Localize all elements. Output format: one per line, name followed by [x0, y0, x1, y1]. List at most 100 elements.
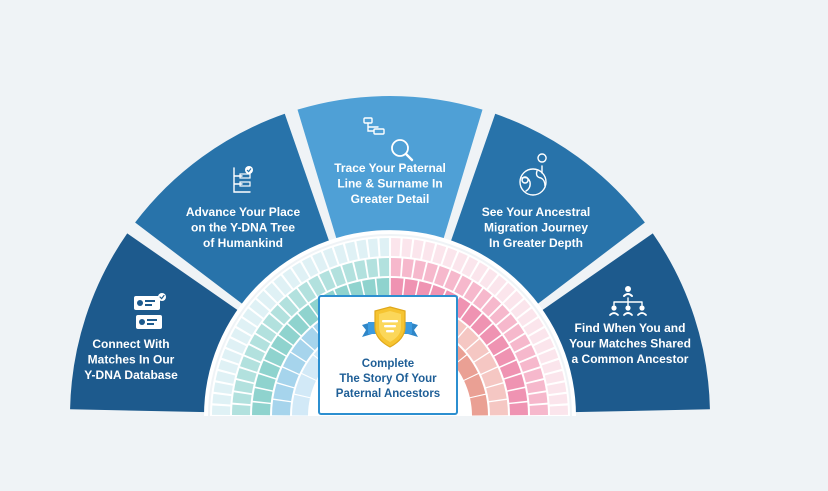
fan-cell: [499, 360, 521, 379]
fan-cell: [489, 304, 510, 325]
fan-cell: [523, 368, 544, 383]
fan-cell: [249, 334, 271, 352]
fan-cell: [504, 374, 525, 391]
fan-cell: [454, 275, 472, 297]
fan-cell: [292, 262, 310, 283]
user-cards-icon: [134, 293, 166, 329]
fan-cell: [470, 394, 488, 416]
fan-cell: [548, 393, 568, 405]
fan-cell: [503, 290, 524, 310]
segment-advance-label-line: on the Y-DNA Tree: [191, 221, 295, 235]
fan-cell: [308, 275, 326, 297]
fan-cell: [470, 314, 492, 336]
center-line-3: Paternal Ancestors: [335, 388, 441, 400]
segment-trace: [297, 95, 483, 240]
segment-migration-label-line: Migration Journey: [484, 221, 588, 235]
fan-cell: [442, 247, 458, 268]
fan-cell: [464, 374, 486, 398]
fan-cell: [461, 256, 479, 277]
fan-cell: [423, 262, 438, 283]
fan-cell: [242, 308, 263, 327]
segment-common: [541, 233, 710, 413]
fan-cell: [301, 256, 319, 277]
fan-cell: [288, 314, 310, 336]
globe-pins-icon: [519, 153, 547, 196]
segment-migration-label-line: See Your Ancestral: [482, 205, 591, 219]
fan-cell: [221, 348, 242, 364]
fan-cell: [529, 327, 550, 345]
fan-cell: [510, 299, 531, 318]
center-card: Complete The Story Of Your Paternal Ance…: [318, 295, 458, 415]
segment-migration-label-line: In Greater Depth: [489, 236, 583, 250]
fan-cell: [378, 258, 390, 277]
fan-cell: [252, 402, 271, 416]
fan-cell: [488, 275, 507, 296]
fan-cell: [434, 266, 450, 287]
fan-cell: [390, 258, 402, 277]
fan-cell: [240, 356, 261, 372]
fan-cell: [519, 356, 540, 372]
fan-cell: [474, 352, 498, 374]
fan-cell: [330, 266, 346, 287]
fan-cell: [401, 258, 414, 278]
fan-cell: [297, 281, 317, 303]
fan-cell: [291, 339, 315, 362]
fan-cell: [422, 241, 436, 262]
segment-common-label-line: Find When You and: [575, 321, 686, 335]
fan-cell: [218, 359, 239, 374]
fan-cell: [444, 270, 461, 291]
fan-cell: [255, 374, 276, 391]
fan-cell: [244, 345, 265, 362]
center-line-2: The Story Of Your: [339, 373, 437, 385]
segment-trace-label-line: Greater Detail: [351, 192, 430, 206]
fan-cell: [496, 282, 516, 303]
family-tree-icon: [609, 286, 647, 316]
shield-badge-icon: [362, 306, 418, 348]
fan-cell: [366, 258, 379, 278]
segment-advance-label-line: of Humankind: [203, 236, 283, 250]
magnify-tree-icon: [363, 117, 414, 162]
segment-common-label-line: Your Matches Shared: [569, 337, 691, 351]
fan-cell: [356, 239, 369, 259]
fan-cell: [262, 314, 283, 334]
fan-cell: [463, 281, 483, 303]
segment-advance-label-line: Advance Your Place: [186, 205, 301, 219]
fan-cell: [549, 405, 568, 416]
fan-cell: [465, 339, 489, 362]
fan-cell: [547, 382, 567, 395]
fan-cell: [452, 251, 468, 273]
fan-cell: [523, 318, 544, 336]
fan-cell: [264, 347, 286, 367]
fan-cell: [234, 380, 254, 394]
fan-cell: [489, 399, 508, 416]
tree-list-icon: [233, 166, 253, 193]
segment-migration: [450, 113, 645, 305]
fan-cell: [455, 327, 479, 351]
fan-cell: [376, 278, 390, 297]
fan-cell: [528, 392, 548, 405]
fan-cell: [236, 368, 257, 383]
fan-cell: [487, 335, 510, 356]
fan-cell: [481, 296, 502, 317]
fan-cell: [411, 239, 424, 259]
fan-cell: [529, 404, 548, 416]
fan-cell: [509, 402, 528, 416]
fan-cell: [479, 324, 502, 345]
fan-cell: [526, 380, 546, 394]
fan-cell: [225, 338, 247, 354]
fan-cell: [252, 388, 273, 403]
fan-cell: [255, 323, 277, 343]
fan-cell: [270, 304, 291, 325]
fan-cell: [213, 382, 233, 395]
fan-cell: [282, 268, 301, 289]
fan-cell: [507, 388, 528, 403]
fan-cell: [354, 260, 368, 280]
fan-cell: [403, 278, 418, 299]
fan-cell: [278, 296, 299, 317]
fan-cell: [232, 392, 252, 405]
fan-cell: [344, 241, 358, 262]
fan-cell: [230, 327, 251, 345]
fan-cell: [212, 393, 232, 405]
fan-cell: [232, 404, 251, 416]
